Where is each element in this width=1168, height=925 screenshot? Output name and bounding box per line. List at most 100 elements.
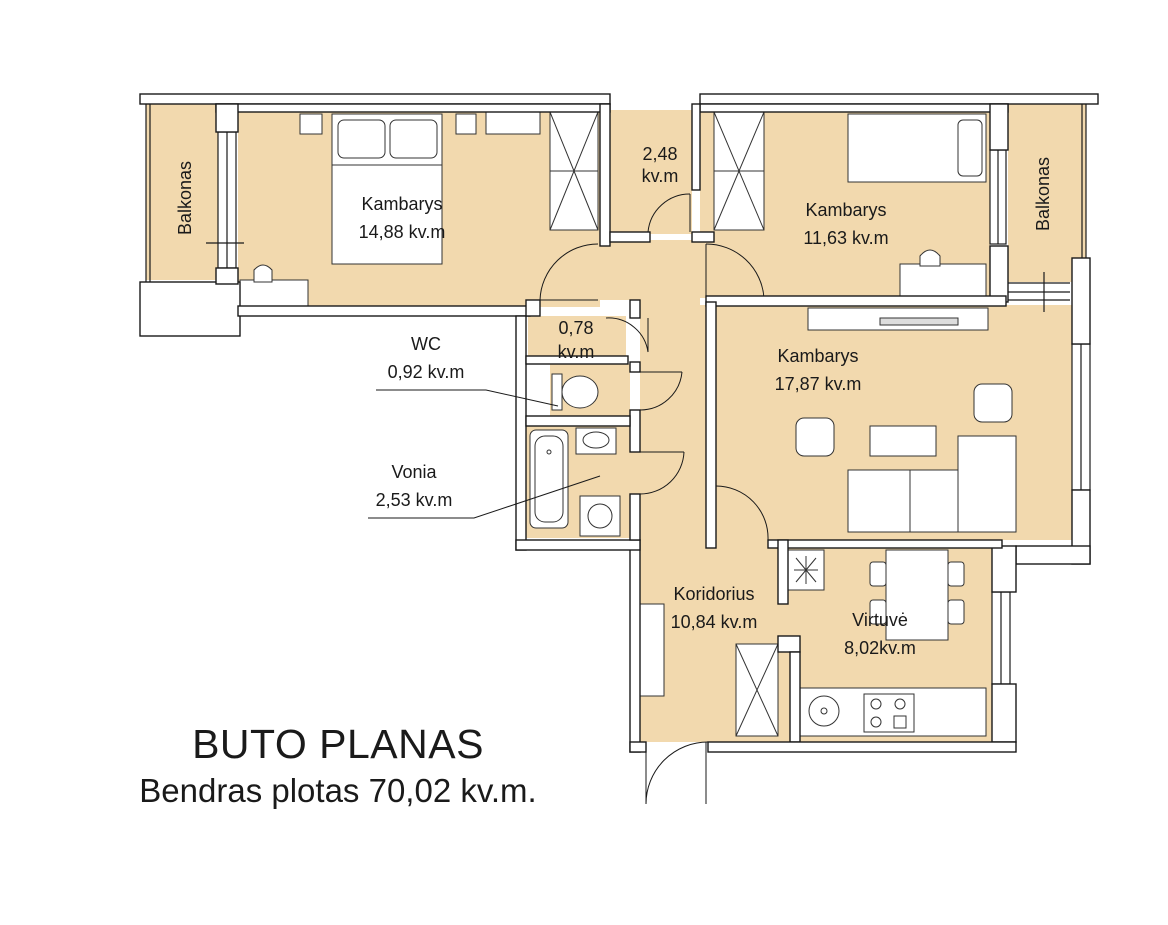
dining-chair-1 bbox=[869, 561, 887, 587]
wall-bedroom-2-south-west bbox=[691, 231, 715, 243]
bedroom-1-area: 14,88 kv.m bbox=[359, 222, 446, 242]
nightstand-right bbox=[455, 113, 477, 135]
storage-2-name: 0,78 bbox=[558, 318, 593, 338]
toilet-bowl bbox=[561, 375, 599, 409]
balcony-left-label: Balkonas bbox=[175, 161, 195, 235]
door-entrance bbox=[645, 741, 709, 805]
armchair-2 bbox=[973, 383, 1013, 423]
wall-living-south bbox=[767, 539, 1003, 549]
bedroom-2-name: Kambarys bbox=[805, 200, 886, 220]
wall-left-pier-bottom bbox=[215, 267, 239, 285]
wall-storage-1-south bbox=[609, 231, 651, 243]
bathtub-inner bbox=[534, 435, 564, 523]
wc-area: 0,92 kv.m bbox=[388, 362, 465, 382]
wall-left-balcony-base bbox=[139, 281, 241, 337]
wall-kitchen-east-bottom bbox=[991, 683, 1017, 743]
wall-storage-2-east bbox=[629, 299, 641, 319]
wall-south-bedroom-1 bbox=[237, 305, 531, 317]
hob-4 bbox=[893, 715, 907, 729]
living-name: Kambarys bbox=[777, 346, 858, 366]
wall-kitchen-west-pier bbox=[789, 651, 801, 743]
chair-bedroom-2 bbox=[919, 249, 941, 267]
floor-storage-1 bbox=[610, 110, 692, 234]
living-area: 17,87 kv.m bbox=[775, 374, 862, 394]
wall-storage-1-east bbox=[691, 103, 701, 191]
floor-corridor bbox=[538, 240, 800, 742]
door-storage-1 bbox=[647, 193, 691, 233]
nightstand-left bbox=[299, 113, 323, 135]
wall-top-band-right bbox=[699, 93, 1099, 105]
wall-bath-west bbox=[515, 315, 527, 551]
washbasin-bowl bbox=[582, 431, 610, 449]
storage-1-name: 2,48 bbox=[642, 144, 677, 164]
bedroom-2-area: 11,63 kv.m bbox=[803, 228, 888, 248]
door-bedroom-2 bbox=[705, 243, 765, 299]
wall-corridor-east bbox=[705, 301, 717, 549]
washing-machine bbox=[579, 495, 621, 537]
wall-bedroom-2-east-bottom bbox=[989, 245, 1009, 303]
balcony-right-label: Balkonas bbox=[1033, 157, 1053, 231]
wall-kitchen-east-notch bbox=[1015, 545, 1091, 565]
kitchen-name: Virtuvė bbox=[852, 610, 908, 630]
callout-leaders bbox=[368, 389, 601, 519]
bath-leader bbox=[368, 475, 601, 519]
washing-machine-drum bbox=[587, 503, 613, 529]
wall-top-bedroom-1 bbox=[215, 103, 611, 113]
wall-kitchen-west-lower bbox=[777, 635, 801, 653]
shoe-cabinet bbox=[639, 603, 665, 697]
pillow-left bbox=[337, 119, 386, 159]
wall-wc-south bbox=[525, 415, 631, 427]
dining-chair-2 bbox=[869, 599, 887, 625]
wall-corridor-north-west bbox=[525, 299, 541, 317]
wall-corridor-south-west bbox=[629, 741, 647, 753]
wall-wc-east bbox=[629, 361, 641, 373]
door-bedroom-1 bbox=[539, 243, 599, 301]
wall-corridor-west bbox=[629, 539, 641, 753]
chair-bedroom-1 bbox=[253, 264, 273, 283]
wall-bath-south bbox=[515, 539, 641, 551]
wall-top-band-left bbox=[139, 93, 611, 105]
desk-bedroom-1 bbox=[239, 279, 309, 307]
wall-bath-east-lower bbox=[629, 493, 641, 541]
plan-title: BUTO PLANAS bbox=[192, 721, 484, 767]
hall-wardrobe-cross-2 bbox=[735, 643, 779, 737]
storage-2-area: kv.m bbox=[558, 342, 595, 362]
wall-top-bedroom-2 bbox=[699, 103, 1009, 113]
wc-name: WC bbox=[411, 334, 441, 354]
coffee-table bbox=[869, 425, 937, 457]
wall-bedroom-1-east bbox=[599, 103, 611, 247]
single-bed-pillow bbox=[957, 119, 983, 177]
tv bbox=[879, 317, 959, 326]
door-bath bbox=[639, 451, 685, 495]
wall-kitchen-east-top bbox=[991, 545, 1017, 593]
door-living bbox=[715, 485, 769, 541]
floor-balcony-left bbox=[146, 104, 218, 280]
kitchen-area: 8,02kv.m bbox=[844, 638, 916, 658]
pillow-right bbox=[389, 119, 438, 159]
bath-area: 2,53 kv.m bbox=[376, 490, 453, 510]
plan-total-area: Bendras plotas 70,02 kv.m. bbox=[139, 772, 537, 809]
wall-left-pier-top bbox=[215, 103, 239, 133]
storage-1-area: kv.m bbox=[642, 166, 679, 186]
wall-storage-2-south bbox=[525, 355, 629, 365]
sofa-chaise bbox=[957, 435, 1017, 533]
dining-chair-4 bbox=[947, 599, 965, 625]
door-storage-2 bbox=[605, 317, 649, 353]
bathtub-drain bbox=[546, 449, 552, 455]
corridor-area: 10,84 kv.m bbox=[671, 612, 758, 632]
door-wc bbox=[639, 371, 683, 411]
wall-bedroom-2-south bbox=[705, 295, 1007, 307]
wall-bedroom-2-east-top bbox=[989, 103, 1009, 151]
furniture bbox=[239, 111, 1017, 737]
title-block: BUTO PLANAS Bendras plotas 70,02 kv.m. bbox=[128, 718, 548, 812]
desk-bedroom-2 bbox=[899, 263, 987, 297]
walls bbox=[139, 93, 1099, 753]
bath-name: Vonia bbox=[391, 462, 437, 482]
hob-3 bbox=[870, 716, 882, 728]
hob-2 bbox=[894, 698, 906, 710]
floor-balcony-right bbox=[1008, 104, 1086, 282]
wall-kitchen-west bbox=[777, 539, 789, 605]
armchair-1 bbox=[795, 417, 835, 457]
